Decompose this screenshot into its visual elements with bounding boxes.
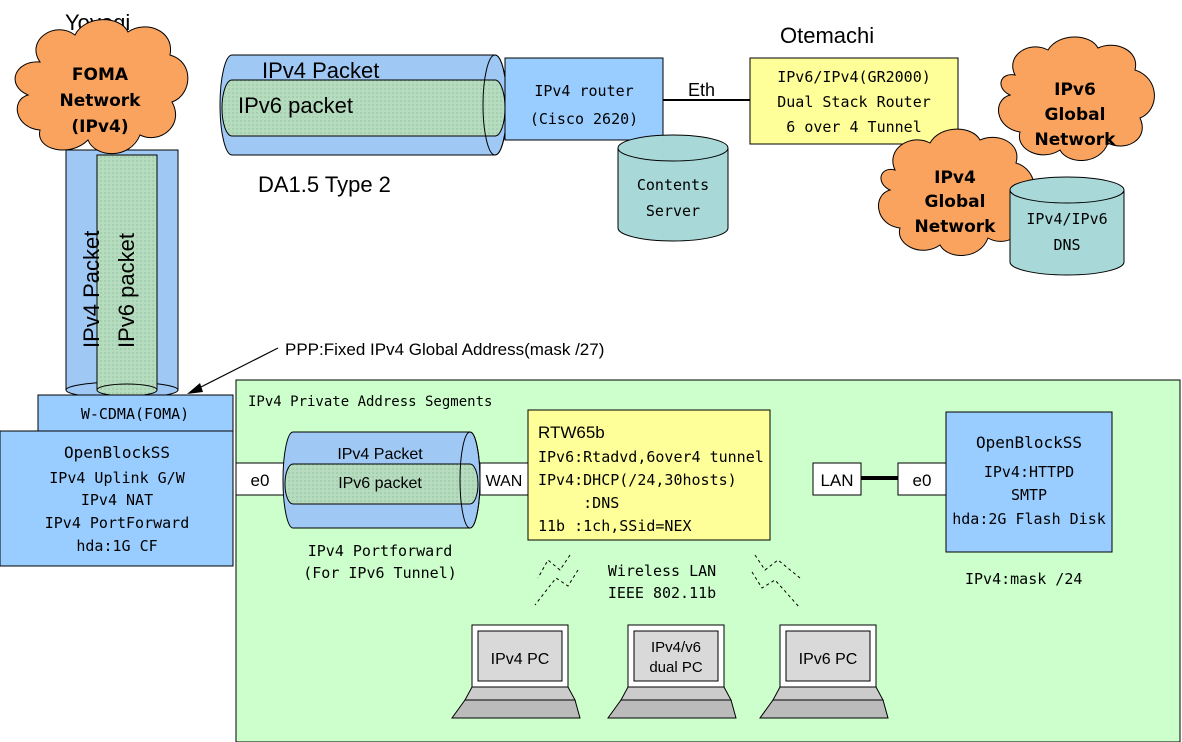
svg-text:Global: Global: [1045, 105, 1106, 125]
svg-text:Network: Network: [60, 91, 142, 111]
svg-text:IPv4 Uplink G/W: IPv4 Uplink G/W: [49, 469, 185, 487]
svg-text:IPv6/IPv4(GR2000): IPv6/IPv4(GR2000): [777, 68, 931, 86]
lan-tunnel: IPv4 Packet IPv6 packet IPv4 Portforward…: [282, 431, 481, 582]
rtw65b-box: RTW65b IPv6:Rtadvd,6over4 tunnel IPv4:DH…: [527, 409, 771, 541]
svg-text:OpenBlockSS: OpenBlockSS: [976, 433, 1082, 452]
svg-text:IPv6: IPv6: [1054, 80, 1096, 100]
ppp-arrowhead: [187, 383, 203, 394]
top-tunnel-outer-label: IPv4 Packet: [262, 58, 379, 83]
svg-text:Network: Network: [915, 217, 997, 237]
svg-text:SMTP: SMTP: [1011, 486, 1047, 504]
svg-text:IPv4/IPv6: IPv4/IPv6: [1026, 210, 1107, 228]
svg-text:11b :1ch,SSid=NEX: 11b :1ch,SSid=NEX: [538, 517, 692, 535]
location-otemachi: Otemachi: [780, 23, 874, 48]
contents-server: Contents Server: [617, 134, 729, 242]
svg-text:WAN: WAN: [486, 473, 523, 490]
svg-text:IPv4:HTTPD: IPv4:HTTPD: [984, 463, 1074, 481]
svg-text:e0: e0: [251, 471, 270, 490]
svg-text:(IPv4): (IPv4): [71, 117, 128, 137]
svg-text:hda:2G Flash Disk: hda:2G Flash Disk: [952, 510, 1106, 528]
svg-text:IPv4 NAT: IPv4 NAT: [81, 491, 153, 509]
ipv4-global-cloud: IPv4 Global Network: [878, 128, 1035, 256]
svg-text:Server: Server: [646, 202, 700, 220]
laptop-ipv6-pc: IPv6 PC: [759, 624, 889, 719]
svg-text:Dual Stack Router: Dual Stack Router: [777, 93, 931, 111]
vertical-tunnel: IPv4 Packet IPv6 packet: [65, 149, 179, 399]
svg-text:Network: Network: [1035, 130, 1117, 150]
mask-note: IPv4:mask /24: [965, 570, 1082, 588]
svg-text:Global: Global: [925, 192, 986, 212]
svg-text:IPv4 PortForward: IPv4 PortForward: [45, 514, 190, 532]
ipv6-global-cloud: IPv6 Global Network: [998, 36, 1155, 161]
svg-text:IPv4 Portforward: IPv4 Portforward: [308, 542, 453, 560]
wireless-standard: IEEE 802.11b: [608, 584, 716, 602]
openblock-right-box: OpenBlockSS IPv4:HTTPD SMTP hda:2G Flash…: [945, 411, 1113, 553]
svg-text:hda:1G CF: hda:1G CF: [76, 537, 157, 555]
openblock-left-box: OpenBlockSS IPv4 Uplink G/W IPv4 NAT IPv…: [0, 430, 234, 567]
svg-text:IPv4/v6: IPv4/v6: [651, 639, 701, 656]
svg-text:IPv4:DHCP(/24,30hosts): IPv4:DHCP(/24,30hosts): [538, 471, 737, 489]
svg-text::DNS: :DNS: [538, 494, 619, 512]
wcdma-box: W-CDMA(FOMA): [37, 394, 234, 432]
svg-text:(Cisco 2620): (Cisco 2620): [530, 110, 638, 128]
top-tunnel-inner-label: IPv6 packet: [238, 93, 353, 118]
vertical-tunnel-outer-label: IPv4 Packet: [79, 231, 104, 348]
svg-text:IPv6 PC: IPv6 PC: [799, 651, 858, 668]
svg-text:IPv4: IPv4: [934, 168, 976, 188]
wireless-label: Wireless LAN: [608, 562, 716, 580]
port-lan: LAN: [812, 462, 862, 496]
private-segment-title: IPv4 Private Address Segments: [248, 394, 492, 410]
svg-text:DNS: DNS: [1053, 236, 1080, 254]
eth-label: Eth: [688, 80, 715, 100]
svg-text:LAN: LAN: [820, 471, 853, 490]
port-wan: WAN: [479, 462, 529, 496]
ppp-note: PPP:Fixed IPv4 Global Address(mask /27): [285, 340, 604, 359]
ppp-arrow: [194, 347, 279, 391]
dns-server: IPv4/IPv6 DNS: [1009, 176, 1125, 276]
svg-text:IPv4 router: IPv4 router: [534, 82, 633, 100]
svg-text:Contents: Contents: [637, 176, 709, 194]
svg-text:IPv4 PC: IPv4 PC: [491, 651, 550, 668]
wireless-signal-right: [751, 554, 801, 609]
wireless-signal-left: [534, 554, 579, 606]
svg-text:FOMA: FOMA: [72, 65, 129, 85]
svg-text:(For IPv6 Tunnel): (For IPv6 Tunnel): [303, 564, 457, 582]
svg-text:IPv6:Rtadvd,6over4 tunnel: IPv6:Rtadvd,6over4 tunnel: [538, 448, 764, 466]
top-tunnel-caption: DA1.5 Type 2: [258, 172, 391, 197]
svg-text:RTW65b: RTW65b: [538, 423, 605, 442]
svg-text:dual PC: dual PC: [649, 659, 703, 676]
dual-stack-router-box: IPv6/IPv4(GR2000) Dual Stack Router 6 ov…: [749, 57, 959, 145]
svg-text:W-CDMA(FOMA): W-CDMA(FOMA): [81, 405, 189, 423]
port-e0-left: e0: [235, 462, 285, 496]
foma-network-cloud: FOMA Network (IPv4): [14, 19, 189, 155]
svg-text:IPv6 packet: IPv6 packet: [338, 475, 422, 492]
vertical-tunnel-inner-label: IPv6 packet: [114, 233, 139, 348]
svg-text:IPv4 Packet: IPv4 Packet: [337, 446, 423, 463]
port-e0-right: e0: [897, 462, 947, 496]
svg-text:OpenBlockSS: OpenBlockSS: [64, 443, 170, 462]
laptop-ipv4-pc: IPv4 PC: [451, 624, 581, 719]
top-tunnel: IPv4 Packet IPv6 packet DA1.5 Type 2: [219, 54, 508, 197]
svg-text:e0: e0: [913, 471, 932, 490]
laptop-dual-pc: IPv4/v6 dual PC: [607, 624, 737, 719]
ipv4-router-box: IPv4 router (Cisco 2620): [504, 57, 664, 141]
svg-text:6 over 4 Tunnel: 6 over 4 Tunnel: [786, 118, 921, 136]
